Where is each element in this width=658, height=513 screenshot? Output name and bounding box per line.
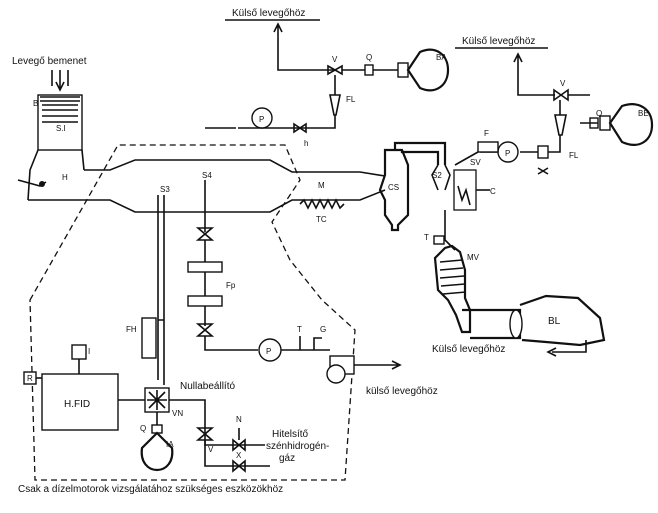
sample-bag-IA (140, 431, 174, 472)
component-R: R (27, 374, 33, 383)
component-G: G (320, 325, 326, 334)
component-N: N (236, 415, 242, 424)
outlet-arrow-icon (354, 360, 402, 370)
outside-air-blower-label: Külső levegőhöz (432, 344, 505, 355)
diesel-note: Csak a dízelmotorok vizsgálatához szüksé… (18, 484, 283, 495)
three-way-valve-right (553, 88, 569, 102)
component-FL-right: FL (569, 151, 579, 160)
zero-adjust-label: Nullabeállító (180, 381, 235, 392)
sample-bag-BE (608, 103, 654, 146)
valve-FP (195, 323, 215, 337)
component-H: H (62, 173, 68, 182)
component-FH: FH (126, 325, 137, 334)
component-B: B (33, 99, 38, 108)
vent-up-arrow-icon (273, 22, 335, 71)
component-F: F (484, 129, 489, 138)
diesel-only-boundary (29, 144, 356, 481)
component-S3: S3 (160, 185, 170, 194)
particulate-line: S3 S4 Fp P T G külső levegőhöz (157, 171, 438, 397)
inlet-filter-box (37, 94, 83, 151)
component-BE: BE (638, 109, 649, 118)
component-FL-top: FL (346, 95, 356, 104)
component-Q-right: Q (596, 109, 602, 118)
component-Q-top: Q (366, 53, 372, 62)
component-Q-hfid: Q (140, 424, 146, 433)
inlet-arrow-icon (51, 70, 69, 92)
svg-text:V: V (560, 79, 566, 88)
component-BL: BL (548, 316, 561, 327)
component-VN: VN (172, 409, 183, 418)
component-C: C (490, 187, 496, 196)
filter-holder-upper (187, 261, 223, 273)
top-sampling-line: Külső levegőhöz V Q BA FL h P (205, 8, 450, 148)
sample-bag-BA (406, 48, 450, 92)
component-S2: S2 (432, 171, 442, 180)
svg-text:h: h (304, 139, 308, 148)
filter-holder-lower (187, 295, 223, 307)
component-SF: S.I (56, 124, 66, 133)
pump-P-top (251, 107, 273, 129)
right-sampling-line: Külső levegőhöz V Q FL BE P F (454, 36, 654, 175)
three-way-valve-top (327, 64, 343, 76)
svg-text:V: V (332, 55, 338, 64)
component-M: M (318, 181, 325, 190)
component-MV: MV (467, 253, 480, 262)
component-P-particulate: P (266, 347, 271, 356)
calibration-gas-label-2: szénhidrogén- (266, 441, 329, 452)
hfid-analyzer (41, 373, 119, 431)
vent-up-arrow-right-icon (513, 52, 555, 96)
component-CS: CS (388, 183, 399, 192)
component-P-right: P (505, 149, 510, 158)
valve-S4 (195, 227, 215, 241)
blower-exhaust-arrow-icon (546, 340, 587, 357)
component-S4: S4 (202, 171, 212, 180)
component-T: T (424, 233, 429, 242)
component-IA: IA (166, 440, 174, 449)
calibration-gas-label-3: gáz (279, 453, 295, 464)
component-I: I (88, 347, 90, 356)
cyclone-separator: CS S2 SV C T (378, 141, 496, 251)
dilution-tunnel: M TC (28, 159, 386, 224)
component-BA: BA (436, 53, 447, 62)
air-inlet-label: Levegő bemenet (12, 56, 87, 67)
component-TC: TC (316, 215, 327, 224)
component-SV: SV (470, 158, 481, 167)
flow-meter-Q-top (364, 64, 374, 76)
component-T-mid: T (297, 325, 302, 334)
filter-F (477, 141, 499, 153)
valve-N (232, 438, 246, 452)
outside-air-right-label: Külső levegőhöz (462, 36, 535, 47)
component-X: X (236, 451, 242, 460)
blower-group: MV BL Külső levegőhöz (432, 244, 606, 357)
outside-air-bottom-label: külső levegőhöz (366, 386, 438, 397)
valve-X (232, 459, 246, 473)
valve-V (195, 427, 215, 441)
valve-top-line (293, 122, 307, 134)
outside-air-top-label: Külső levegőhöz (232, 8, 305, 19)
hfid-line: FH I R H.FID Nullabeállító VN Q IA V N X… (23, 317, 329, 473)
component-P-top: P (259, 115, 264, 124)
heated-filter-FH (141, 317, 157, 359)
component-HFID: H.FID (64, 399, 90, 410)
component-V: V (208, 445, 214, 454)
component-FP: Fp (226, 281, 236, 290)
air-inlet-group: Levegő bemenet B S.I H (12, 56, 87, 201)
calibration-gas-label-1: Hitelsítő (272, 429, 309, 440)
heat-exchanger-coil (299, 198, 345, 210)
